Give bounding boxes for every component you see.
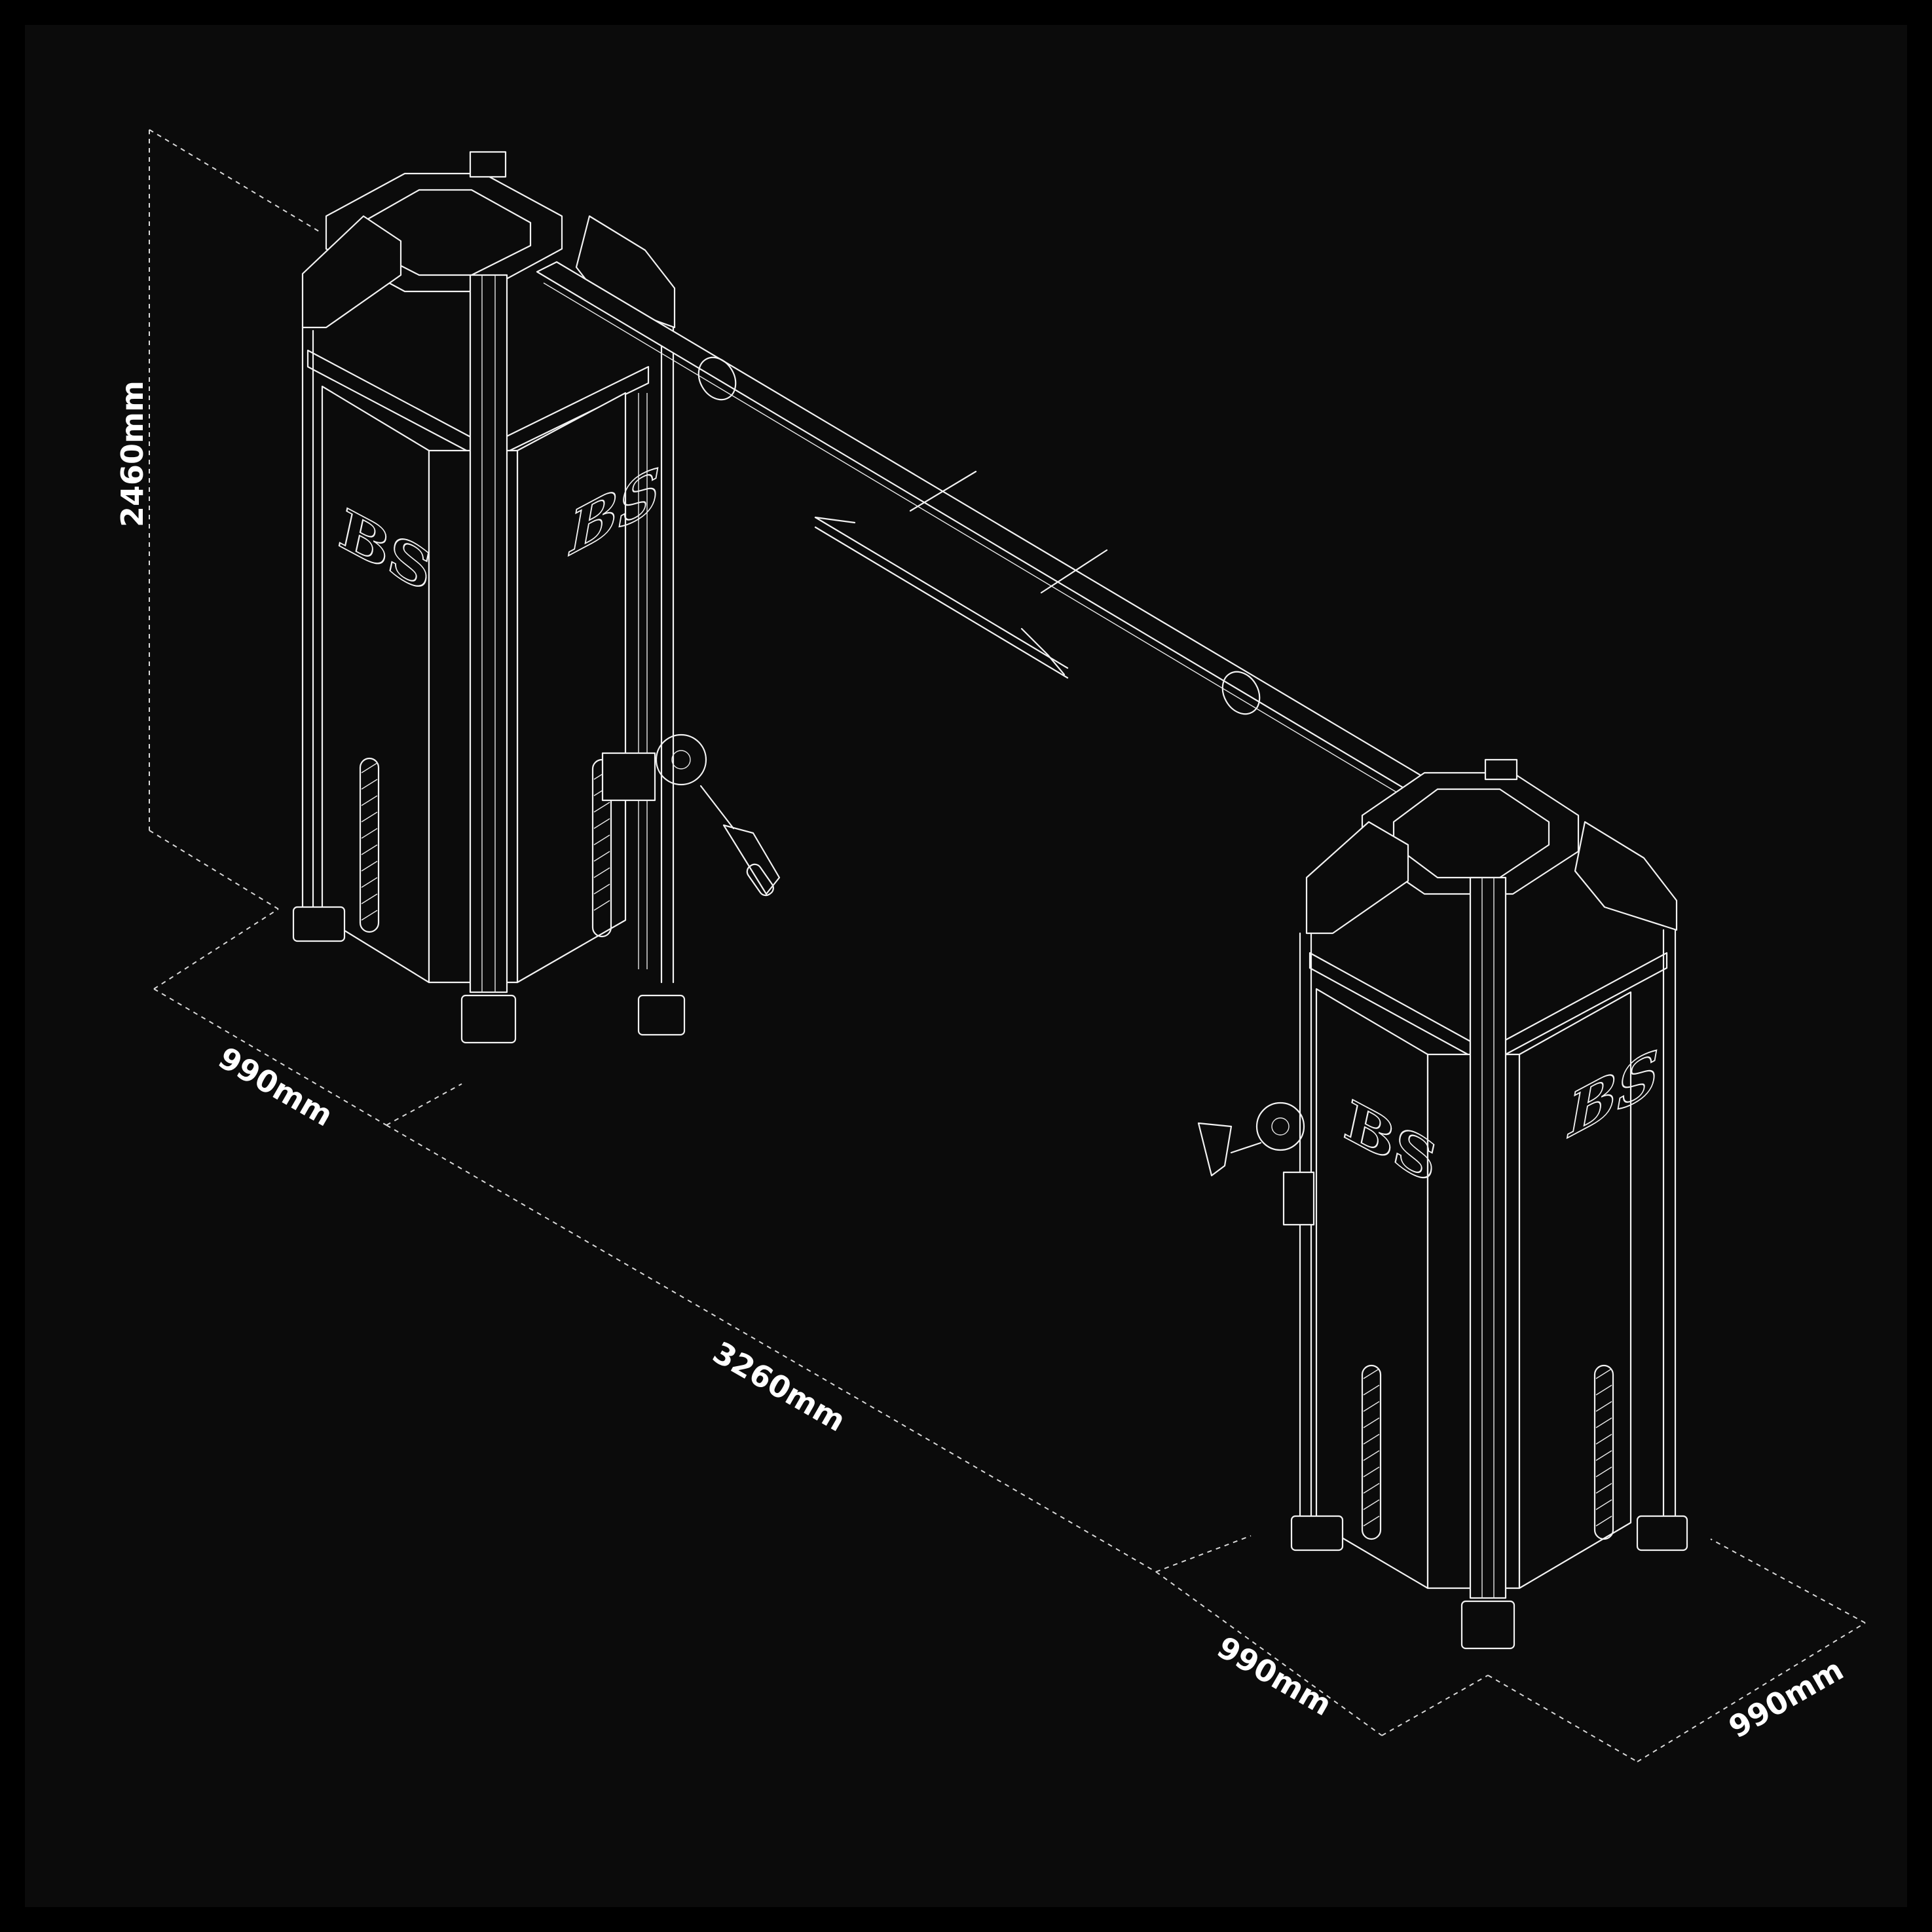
left-cable bbox=[699, 785, 735, 830]
height-dimension-bottom-ext bbox=[149, 830, 279, 910]
left-tower-foot-right bbox=[637, 994, 686, 1036]
right-depth-label: 990mm bbox=[1212, 1629, 1338, 1723]
right-width-ext bbox=[1710, 1538, 1866, 1624]
right-tower-right-wing bbox=[1574, 821, 1678, 931]
left-tower-left-wing bbox=[301, 215, 402, 329]
left-tower-handle-slot-left bbox=[359, 757, 380, 933]
left-pulley-hub bbox=[671, 750, 691, 770]
right-depth-ext-b bbox=[1381, 1675, 1489, 1736]
pullup-bar-b bbox=[814, 526, 1069, 679]
left-depth-ext-b bbox=[386, 1083, 462, 1126]
dimension-lines bbox=[149, 129, 1866, 1762]
left-tower-top-post bbox=[469, 151, 507, 178]
length-label: 3260mm bbox=[707, 1335, 852, 1439]
height-dimension-top-ext bbox=[149, 129, 322, 233]
right-depth-dimension-line bbox=[1155, 1571, 1383, 1736]
pullup-bracket-b bbox=[1040, 549, 1108, 594]
right-cable bbox=[1230, 1142, 1262, 1154]
pullup-bar bbox=[814, 516, 1069, 669]
height-label: 2460mm bbox=[115, 381, 150, 527]
top-beam-edge bbox=[543, 282, 1428, 811]
left-tower-right-wing bbox=[575, 215, 676, 329]
left-pulley-carriage bbox=[601, 752, 656, 802]
right-tower-left-panel bbox=[1315, 988, 1429, 1589]
left-tower-foot-centre bbox=[460, 994, 517, 1044]
drawing-frame bbox=[25, 25, 1907, 1907]
left-tower-centre-column bbox=[469, 274, 508, 994]
right-tower-slot-hatch bbox=[1363, 1368, 1612, 1527]
right-width-dimension-line-b bbox=[1637, 1622, 1866, 1762]
right-tower-foot-left bbox=[1290, 1515, 1344, 1551]
left-tower-left-panel bbox=[321, 385, 430, 984]
right-tower-handle-slot-left bbox=[1361, 1364, 1382, 1540]
right-tower-top-post bbox=[1484, 758, 1518, 781]
right-tower-left-wing bbox=[1305, 821, 1409, 935]
right-pulley-wheel bbox=[1255, 1102, 1305, 1151]
left-tower-foot-left bbox=[292, 906, 346, 942]
left-depth-ext-a bbox=[153, 908, 279, 990]
right-tower-foot-right bbox=[1636, 1515, 1688, 1551]
right-tower: BS BS bbox=[1197, 758, 1688, 1650]
right-tower-centre-column bbox=[1469, 876, 1507, 1599]
left-d-handle-grip bbox=[746, 863, 774, 897]
left-depth-dimension-line bbox=[153, 988, 387, 1126]
right-width-dimension-line bbox=[1487, 1675, 1638, 1762]
pullup-grip-right bbox=[1020, 627, 1066, 676]
pullup-bracket-a bbox=[909, 470, 977, 512]
left-pulley-wheel bbox=[655, 734, 707, 786]
left-tower: BS BS bbox=[292, 151, 781, 1044]
length-dimension-line bbox=[386, 1124, 1157, 1572]
pullup-grip-left bbox=[814, 516, 856, 524]
top-beam-collar-right bbox=[1221, 671, 1261, 715]
right-d-handle bbox=[1197, 1122, 1233, 1177]
left-d-handle bbox=[722, 824, 781, 895]
right-pulley-carriage bbox=[1282, 1171, 1315, 1226]
right-pulley-hub bbox=[1271, 1117, 1290, 1136]
top-beam-collar-left bbox=[697, 356, 737, 401]
right-tower-front-panel bbox=[1518, 991, 1632, 1589]
right-depth-ext-a bbox=[1155, 1535, 1252, 1572]
right-tower-foot-centre bbox=[1460, 1600, 1515, 1650]
right-tower-handle-slot-right bbox=[1593, 1364, 1614, 1540]
